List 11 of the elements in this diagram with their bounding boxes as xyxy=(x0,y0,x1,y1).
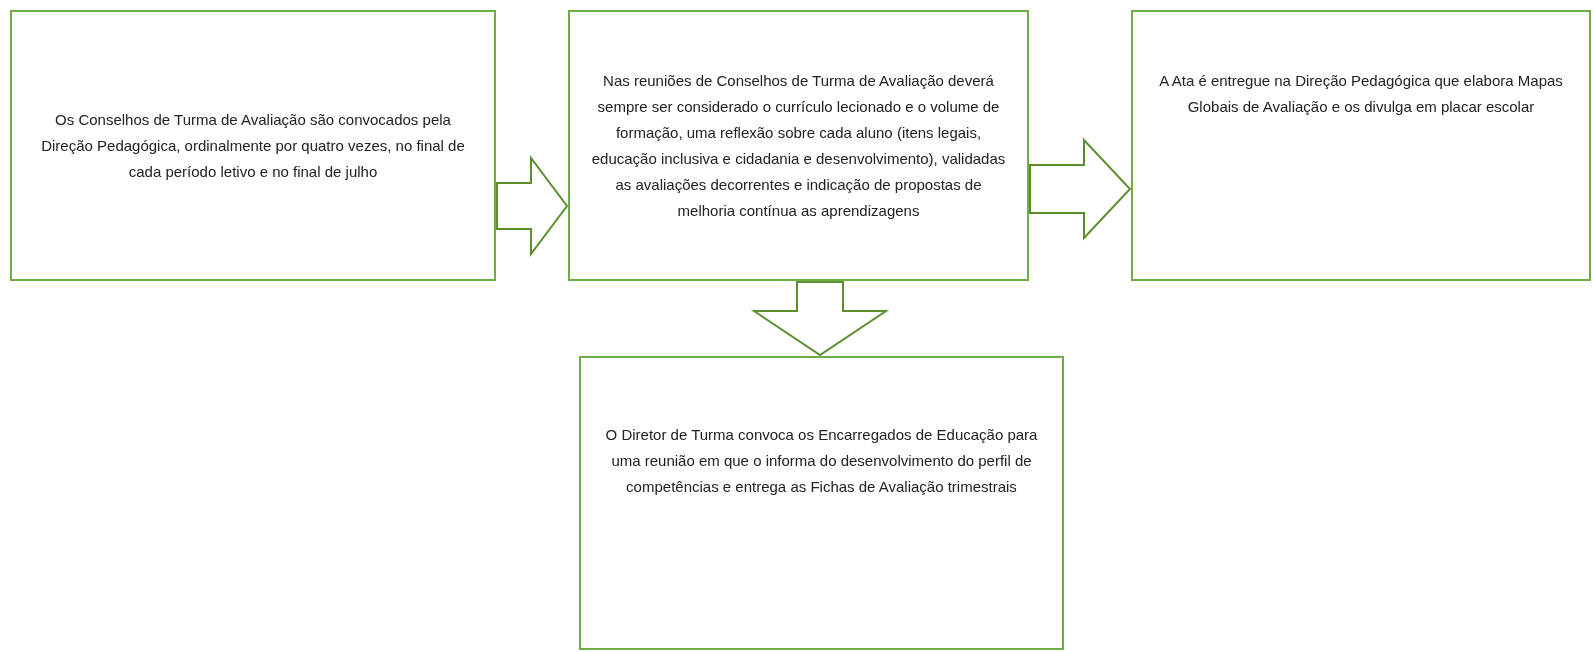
box-text: A Ata é entregue na Direção Pedagógica que elabora Mapas Globais de Avaliação e os divulga em placar escolar xyxy=(1158,71,1564,117)
process-box xyxy=(10,10,496,281)
box-text: O Diretor de Turma convoca os Encarregados de Educação para uma reunião em que o informa do desenvolvimento do perfil de competências e entrega as Fichas de Avaliação trimestrais xyxy=(604,425,1039,497)
process-box xyxy=(579,356,1064,650)
block-arrow xyxy=(1029,137,1132,241)
block-arrow xyxy=(750,281,890,357)
box-text: Os Conselhos de Turma de Avaliação são convocados pela Direção Pedagógica, ordinalmente por quatro vezes, no final de cada período letivo e no final de julho xyxy=(40,109,466,182)
block-arrow xyxy=(496,155,569,257)
process-box xyxy=(568,10,1029,281)
box-text: Nas reuniões de Conselhos de Turma de Avaliação deverá sempre ser considerado o currículo lecionado e o volume de formação, uma reflexão sobre cada aluno (itens legais, educação inclusiva e cidadania e desenvolvimento), validadas as avaliações decorrentes e indicação de propostas de melhoria contínua as aprendizagens xyxy=(590,70,1007,221)
process-box xyxy=(1131,10,1591,281)
